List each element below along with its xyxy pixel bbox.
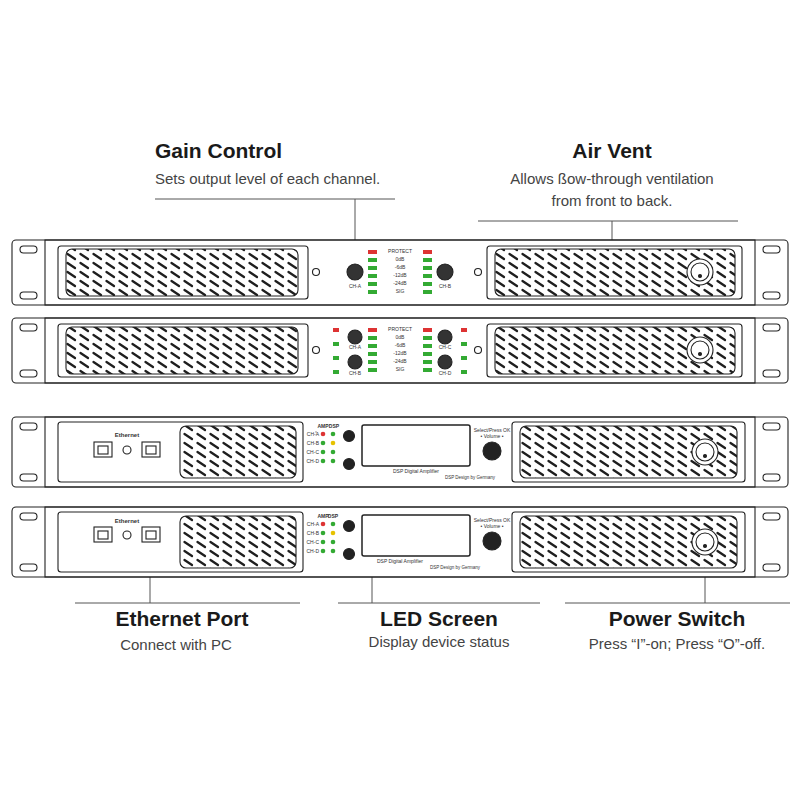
callout-title: Air Vent bbox=[572, 140, 651, 162]
brand-label: DSP Design by Germany bbox=[445, 476, 495, 481]
indicator-label: DSP bbox=[328, 514, 338, 519]
indicator-label: CH-C bbox=[307, 450, 320, 455]
callout-title: Power Switch bbox=[609, 608, 746, 630]
channel-label: CH-B bbox=[349, 371, 361, 376]
channel-label: CH-B bbox=[439, 284, 451, 289]
indicator-label: CH-A bbox=[307, 522, 319, 527]
callout-title: Gain Control bbox=[155, 140, 282, 162]
indicator-label: CH-B bbox=[307, 441, 319, 446]
port-label: Ethernet bbox=[115, 432, 139, 438]
indicator-label: CH-A bbox=[307, 432, 319, 437]
indicator-label: CH-D bbox=[307, 549, 320, 554]
model-label: DSP Digital Amplifier bbox=[377, 559, 423, 564]
indicator-label: CH-C bbox=[307, 540, 320, 545]
callout-text: Press “I”-on; Press “O”-off. bbox=[589, 636, 765, 652]
indicator-label: CH-B bbox=[307, 531, 319, 536]
knob-label: Select/Press OK bbox=[474, 428, 511, 433]
knob-label: • Volume • bbox=[481, 434, 504, 439]
callout-text: Display device status bbox=[369, 634, 510, 650]
channel-label: CH-D bbox=[439, 371, 452, 376]
channel-label: CH-A bbox=[349, 345, 361, 350]
callout-text: Allows ßow-through ventilation bbox=[510, 171, 713, 187]
indicator-label: AMP bbox=[317, 514, 328, 519]
meter-label: -12dB bbox=[393, 351, 406, 356]
meter-label: SIG bbox=[396, 367, 405, 372]
port-label: Ethernet bbox=[115, 518, 139, 524]
callout-text: from front to back. bbox=[552, 193, 673, 209]
meter-label: -24dB bbox=[393, 281, 406, 286]
callout-text: Sets output level of each channel. bbox=[155, 171, 380, 187]
callout-title: LED Screen bbox=[380, 608, 498, 630]
indicator-label: AMP bbox=[317, 424, 328, 429]
meter-label: PROTECT bbox=[388, 249, 412, 254]
dsp-amplifier-panel bbox=[12, 507, 788, 577]
channel-label: CH-C bbox=[439, 345, 452, 350]
model-label: DSP Digital Amplifier bbox=[393, 469, 439, 474]
amplifier-panel bbox=[12, 318, 788, 383]
meter-label: -12dB bbox=[393, 273, 406, 278]
dsp-amplifier-panel bbox=[12, 417, 788, 487]
meter-label: -24dB bbox=[393, 359, 406, 364]
channel-label: CH-A bbox=[349, 284, 361, 289]
knob-label: • Volume • bbox=[481, 524, 504, 529]
indicator-label: CH-D bbox=[307, 459, 320, 464]
meter-label: -6dB bbox=[395, 265, 406, 270]
amplifier-panel bbox=[12, 240, 788, 305]
callout-title: Ethernet Port bbox=[115, 608, 248, 630]
meter-label: PROTECT bbox=[388, 327, 412, 332]
indicator-label: DSP bbox=[329, 424, 339, 429]
knob-label: Select/Press OK bbox=[474, 518, 511, 523]
meter-label: 0dB bbox=[396, 335, 405, 340]
meter-label: 0dB bbox=[396, 257, 405, 262]
meter-label: SIG bbox=[396, 289, 405, 294]
callout-text: Connect with PC bbox=[120, 637, 232, 653]
brand-label: DSP Design by Germany bbox=[430, 566, 480, 571]
meter-label: -6dB bbox=[395, 343, 406, 348]
